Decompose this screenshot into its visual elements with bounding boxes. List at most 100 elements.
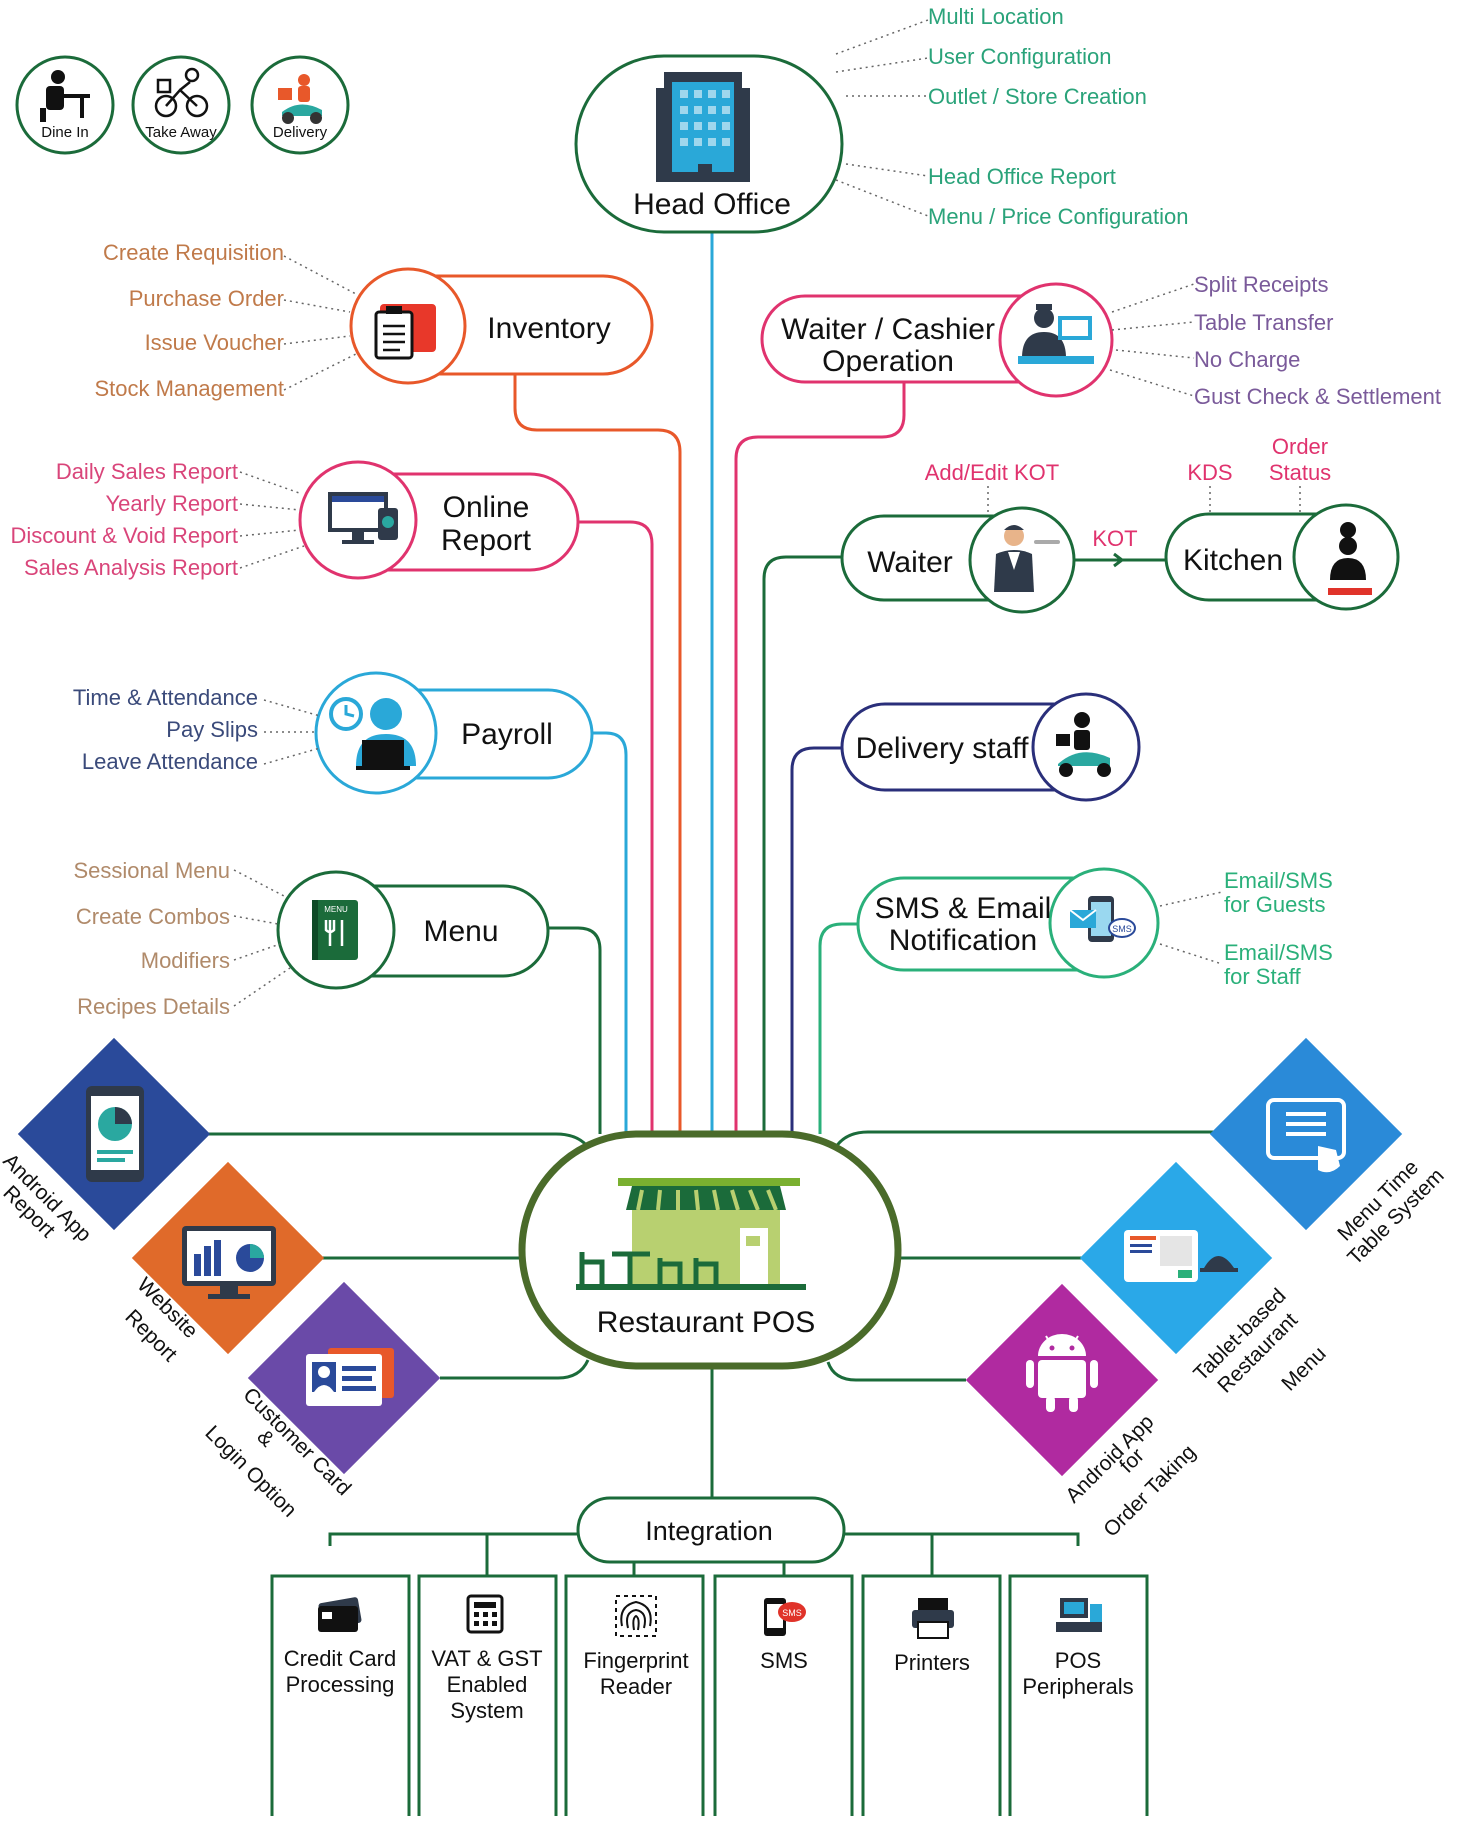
vat-gst-line-3: System [450, 1698, 523, 1723]
sms-bubble-glyph: SMS [1112, 924, 1132, 934]
waiter-cashier-items: Split Receipts Table Transfer No Charge … [1109, 272, 1441, 409]
menu-title: Menu [423, 915, 498, 948]
online-report-node[interactable]: Online Report [298, 460, 580, 580]
credit-card-tile[interactable]: Credit Card Processing [270, 1574, 411, 1816]
waiter-cashier-title-2: Operation [822, 345, 954, 378]
android-icon [1026, 1334, 1098, 1412]
waiter-cashier-title-1: Waiter / Cashier [781, 313, 995, 346]
pr-item-1[interactable]: Time & Attendance [73, 685, 258, 710]
mn-item-3[interactable]: Modifiers [141, 948, 230, 973]
waiter-connector [762, 555, 842, 1134]
head-office-items: Multi Location User Configuration Outlet… [835, 4, 1188, 229]
fingerprint-tile[interactable]: Fingerprint Reader [564, 1574, 705, 1816]
website-report-tile[interactable]: Website Report [120, 1161, 325, 1366]
id-card-icon [306, 1348, 394, 1406]
mn-item-1[interactable]: Sessional Menu [73, 858, 230, 883]
delivery-staff-node[interactable]: Delivery staff [840, 692, 1141, 802]
se-item-2-line-2[interactable]: for Staff [1224, 964, 1302, 989]
se-item-2-line-1[interactable]: Email/SMS [1224, 940, 1333, 965]
menu-book-icon: MENU [312, 900, 358, 960]
printers-tile[interactable]: Printers [861, 1574, 1002, 1816]
fingerprint-icon [615, 1595, 657, 1637]
wc-item-2[interactable]: Table Transfer [1194, 310, 1333, 335]
payroll-node[interactable]: Payroll [314, 671, 594, 795]
delivery-label: Delivery [273, 124, 328, 141]
waiter-node[interactable]: Waiter [840, 506, 1076, 614]
take-away-icon [154, 67, 209, 118]
android-order-connector [826, 1361, 966, 1382]
order-status-label-1[interactable]: Order [1272, 434, 1328, 459]
menu-node[interactable]: MENU Menu [276, 870, 550, 990]
inv-item-4[interactable]: Stock Management [94, 376, 284, 401]
inv-dots [283, 255, 357, 391]
ho-item-5[interactable]: Menu / Price Configuration [928, 204, 1188, 229]
delivery-rider-icon [1056, 712, 1111, 777]
dine-in-icon [40, 70, 90, 122]
or-item-3[interactable]: Discount & Void Report [11, 523, 238, 548]
restaurant-storefront-icon [576, 1178, 806, 1290]
wc-item-4[interactable]: Gust Check & Settlement [1194, 384, 1441, 409]
kitchen-node[interactable]: Kitchen [1164, 503, 1400, 611]
android-app-report-tile[interactable]: Android App Report [0, 1037, 211, 1247]
online-report-connector [578, 520, 654, 1134]
or-item-1[interactable]: Daily Sales Report [56, 459, 238, 484]
waiter-cashier-node[interactable]: Waiter / Cashier Operation [760, 282, 1114, 398]
or-item-2[interactable]: Yearly Report [106, 491, 238, 516]
desktop-chart-icon [182, 1226, 276, 1299]
head-office-node[interactable]: Head Office [574, 54, 844, 234]
ho-item-1[interactable]: Multi Location [928, 4, 1064, 29]
sms-mobile-icon: SMS [764, 1598, 806, 1636]
se-item-1-line-2[interactable]: for Guests [1224, 892, 1325, 917]
pr-item-2[interactable]: Pay Slips [166, 717, 258, 742]
pos-peripherals-tile[interactable]: POS Peripherals [1008, 1574, 1149, 1816]
service-badges: Dine In Take Away Delivery [15, 55, 350, 155]
mn-item-4[interactable]: Recipes Details [77, 994, 230, 1019]
customer-card-connector [440, 1359, 590, 1380]
clipboard-icon [374, 304, 436, 360]
credit-card-line-2: Processing [286, 1672, 395, 1697]
pos-peripherals-line-2: Peripherals [1022, 1674, 1133, 1699]
vat-gst-tile[interactable]: VAT & GST Enabled System [417, 1574, 558, 1816]
take-away-badge[interactable]: Take Away [131, 55, 231, 155]
credit-card-icon [318, 1597, 362, 1632]
sms-tile[interactable]: SMS SMS [713, 1574, 854, 1816]
ho-item-2[interactable]: User Configuration [928, 44, 1111, 69]
ho-item-4[interactable]: Head Office Report [928, 164, 1116, 189]
menu-time-connector [832, 1130, 1222, 1151]
dine-in-badge[interactable]: Dine In [15, 55, 115, 155]
kds-label[interactable]: KDS [1187, 460, 1232, 485]
restaurant-pos-node[interactable]: Restaurant POS [518, 1130, 902, 1370]
se-dots [1159, 891, 1223, 965]
printer-icon [912, 1598, 954, 1639]
inventory-connector [513, 372, 682, 1134]
kot-label: KOT [1092, 526, 1137, 551]
online-report-title-2: Report [441, 524, 532, 557]
pos-peripherals-line-1: POS [1055, 1648, 1101, 1673]
mn-item-2[interactable]: Create Combos [76, 904, 230, 929]
sms-email-node[interactable]: SMS SMS & Email Notification [856, 867, 1160, 979]
printers-line-1: Printers [894, 1650, 970, 1675]
online-report-items: Daily Sales Report Yearly Report Discoun… [11, 459, 305, 580]
sms-email-items: Email/SMS for Guests Email/SMS for Staff [1159, 868, 1333, 989]
wc-item-3[interactable]: No Charge [1194, 347, 1300, 372]
se-item-1-line-1[interactable]: Email/SMS [1224, 868, 1333, 893]
inv-item-1[interactable]: Create Requisition [103, 240, 284, 265]
wc-item-1[interactable]: Split Receipts [1194, 272, 1329, 297]
inv-item-2[interactable]: Purchase Order [129, 286, 284, 311]
add-edit-kot-label[interactable]: Add/Edit KOT [925, 460, 1060, 485]
report-monitor-icon [328, 492, 398, 544]
ho-item-3[interactable]: Outlet / Store Creation [928, 84, 1147, 109]
or-item-4[interactable]: Sales Analysis Report [24, 555, 238, 580]
order-status-label-2[interactable]: Status [1269, 460, 1331, 485]
pr-item-3[interactable]: Leave Attendance [82, 749, 258, 774]
menu-book-glyph: MENU [324, 905, 348, 914]
sms-phone-icon: SMS [1069, 896, 1136, 942]
office-building-icon [656, 72, 750, 182]
inv-item-3[interactable]: Issue Voucher [145, 330, 284, 355]
menu-connector [548, 926, 602, 1134]
inventory-node[interactable]: Inventory [349, 267, 654, 385]
delivery-badge[interactable]: Delivery [250, 55, 350, 155]
pr-dots [263, 699, 321, 765]
payroll-items: Time & Attendance Pay Slips Leave Attend… [73, 685, 321, 774]
integration-node[interactable]: Integration [576, 1496, 846, 1564]
